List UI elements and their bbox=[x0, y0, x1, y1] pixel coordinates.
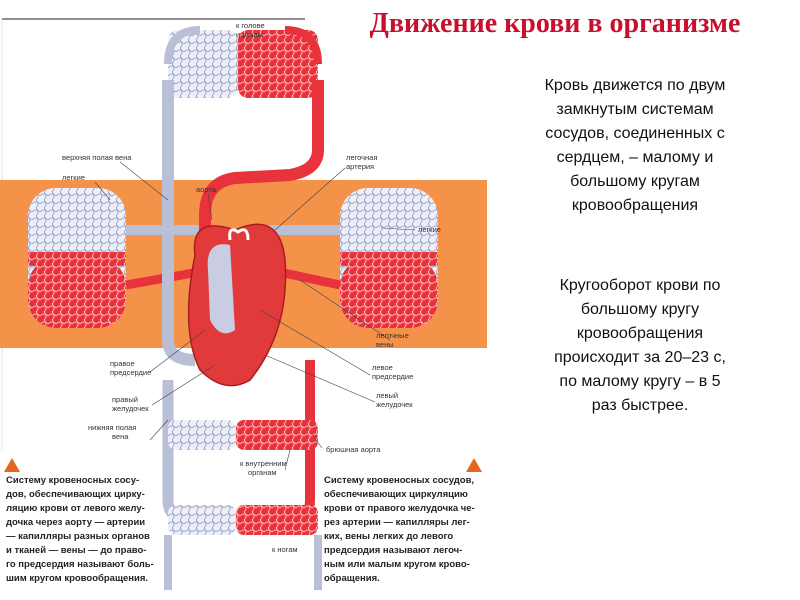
label-right-atrium-2: предсердие bbox=[110, 368, 151, 377]
label-left-ventricle-2: желудочек bbox=[376, 400, 413, 409]
systemic-circulation-caption: Систему кровеносных сосу- дов, обеспечив… bbox=[6, 475, 154, 584]
heart bbox=[187, 223, 287, 387]
label-legs: к ногам bbox=[272, 545, 298, 554]
label-head-arms-2: и рукам bbox=[236, 30, 263, 39]
label-right-ventricle-2: желудочек bbox=[112, 404, 149, 413]
page-title: Движение крови в организме bbox=[369, 8, 741, 39]
label-internal-organs: к внутренним bbox=[240, 459, 287, 468]
label-aorta: аорта bbox=[196, 185, 217, 194]
legs-capillary-bed bbox=[168, 505, 318, 535]
leg-vessels bbox=[164, 535, 322, 590]
organs-capillary-bed bbox=[168, 420, 318, 450]
label-pulmonary-artery-2: артерия bbox=[346, 162, 374, 171]
leader-lines bbox=[94, 161, 416, 471]
label-right-atrium: правое bbox=[110, 359, 135, 368]
upper-capillary-bed bbox=[164, 26, 322, 98]
timing-paragraph: Кругооборот крови по большому кругу кров… bbox=[554, 277, 726, 414]
label-inferior-vena-cava: нижняя полая bbox=[88, 423, 136, 432]
label-pulmonary-veins-2: вены bbox=[376, 340, 394, 349]
superior-vena-cava bbox=[162, 80, 196, 366]
label-lungs-left: легкие bbox=[62, 173, 85, 182]
right-lung bbox=[340, 188, 438, 328]
right-marker-icon bbox=[466, 458, 482, 472]
label-superior-vena-cava: верхняя полая вена bbox=[62, 153, 132, 162]
label-right-ventricle: правый bbox=[112, 395, 138, 404]
label-head-arms: к голове bbox=[236, 21, 265, 30]
label-left-ventricle: левый bbox=[376, 391, 398, 400]
label-internal-organs-2: органам bbox=[248, 468, 277, 477]
pulmonary-circulation-caption: Систему кровеносных сосудов, обеспечиваю… bbox=[324, 475, 475, 584]
aortic-arch bbox=[199, 80, 324, 240]
label-lungs-right: легкие bbox=[418, 225, 441, 234]
label-pulmonary-veins: легочные bbox=[376, 331, 409, 340]
label-left-atrium-2: предсердие bbox=[372, 372, 413, 381]
label-inferior-vena-cava-2: вена bbox=[112, 432, 129, 441]
label-pulmonary-artery: легочная bbox=[346, 153, 377, 162]
left-lung bbox=[28, 188, 126, 328]
label-left-atrium: левое bbox=[372, 363, 393, 372]
label-abdominal-aorta: брюшная аорта bbox=[326, 445, 381, 454]
left-marker-icon bbox=[4, 458, 20, 472]
intro-paragraph: Кровь движется по двум замкнутым система… bbox=[544, 77, 726, 214]
